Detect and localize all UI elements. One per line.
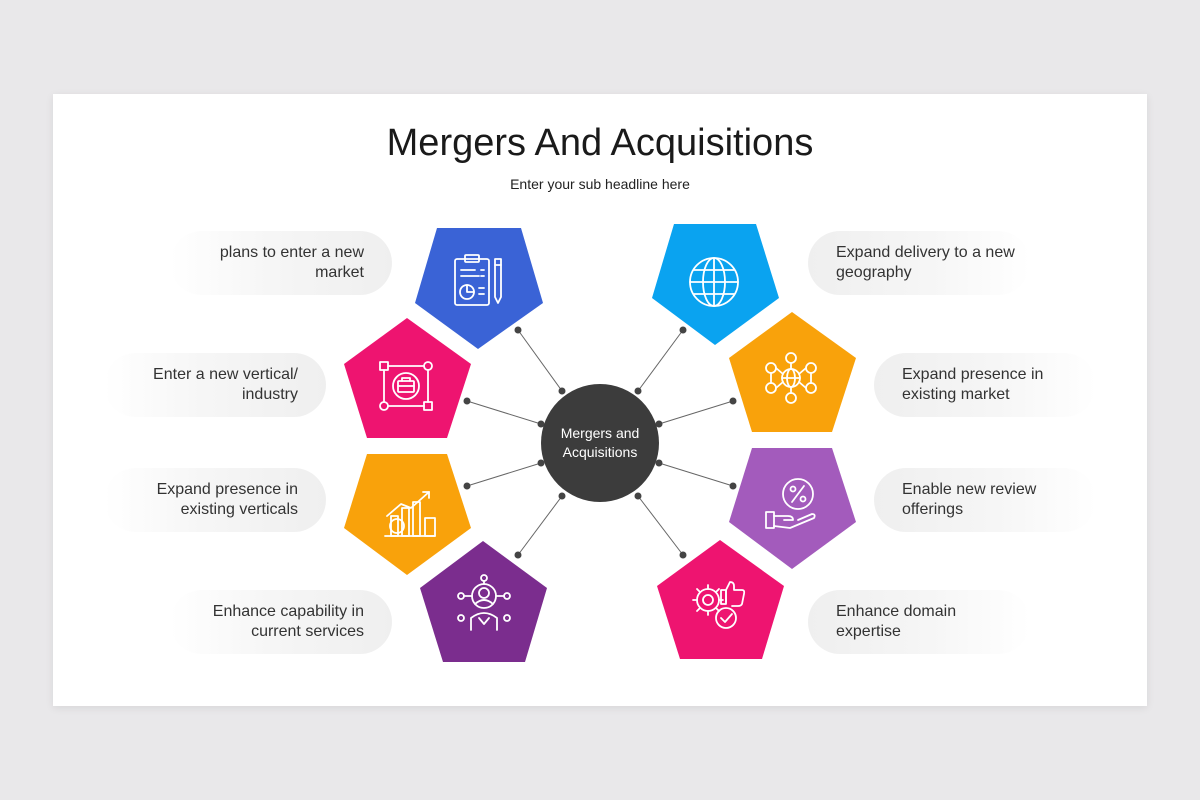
connector-dot [514,551,522,559]
label-pill-new-market: plans to enter a new market [170,231,392,295]
label-pill-existing-verticals: Expand presence in existing verticals [104,468,326,532]
gear-thumbs-up-icon [692,581,746,629]
connector-line [466,462,542,487]
pentagon-existing-verticals [344,454,471,575]
label-pill-review-offerings: Enable new review offerings [874,468,1096,532]
hub-label-line2: Acquisitions [562,444,638,460]
clipboard-chart-icon [454,254,502,306]
connector-dot [729,482,737,490]
hub-label-line1: Mergers and [560,425,640,441]
pentagon-new-geography [652,224,779,345]
label-line: Expand delivery to a new [836,244,1015,261]
label-line: expertise [836,623,901,640]
label-pill-existing-market: Expand presence in existing market [874,353,1096,417]
label-line: Enable new review [902,481,1037,498]
connector-line [658,400,734,425]
label-line: Enhance capability in [212,603,364,620]
hub-circle [541,384,659,502]
growth-chart-icon [384,491,436,537]
label-pill-domain-expertise: Enhance domain expertise [808,590,1030,654]
label-line: geography [836,264,912,281]
label-line: Expand presence in [156,481,298,498]
label-line: existing verticals [180,501,298,518]
team-network-icon [457,574,511,631]
label-pill-new-geography: Expand delivery to a new geography [808,231,1030,295]
label-line: industry [241,386,298,403]
page-subtitle: Enter your sub headline here [510,176,690,192]
label-line: Enter a new vertical/ [153,366,298,383]
connector-dot [558,387,566,395]
connector-dot [729,397,737,405]
pentagon-existing-market [729,312,856,432]
connector-line [637,495,684,556]
connector-line [637,329,684,392]
connector-dot [634,387,642,395]
briefcase-process-icon [379,361,433,411]
percent-hand-icon [765,478,816,529]
connector-line [517,329,563,392]
connector-dot [537,420,545,428]
hub-label: Mergers and Acquisitions [541,424,659,462]
label-line: Enhance domain [836,603,957,620]
label-line: current services [251,623,364,640]
label-line: market [315,264,364,281]
connector-dot [634,492,642,500]
connector-line [658,462,734,487]
label-line: offerings [902,501,964,518]
connector-line [517,495,563,556]
label-pill-capability: Enhance capability in current services [170,590,392,654]
connector-dot [655,459,663,467]
label-line: existing market [902,386,1010,403]
currency-network-icon [765,352,817,404]
connector-dot [463,397,471,405]
page-title: Mergers And Acquisitions [386,122,814,164]
label-pill-new-vertical: Enter a new vertical/industry [104,353,326,417]
connector-dots [463,326,737,559]
connector-dot [514,326,522,334]
connector-dot [463,482,471,490]
label-line: Expand presence in [902,366,1044,383]
connector-lines [466,329,734,556]
connector-dot [679,551,687,559]
pentagon-capability [420,541,547,662]
connector-dot [558,492,566,500]
label-line: plans to enter a new [219,244,364,261]
connector-line [466,400,542,425]
globe-icon [689,257,739,307]
connector-dot [679,326,687,334]
connector-dot [537,459,545,467]
connector-dot [655,420,663,428]
